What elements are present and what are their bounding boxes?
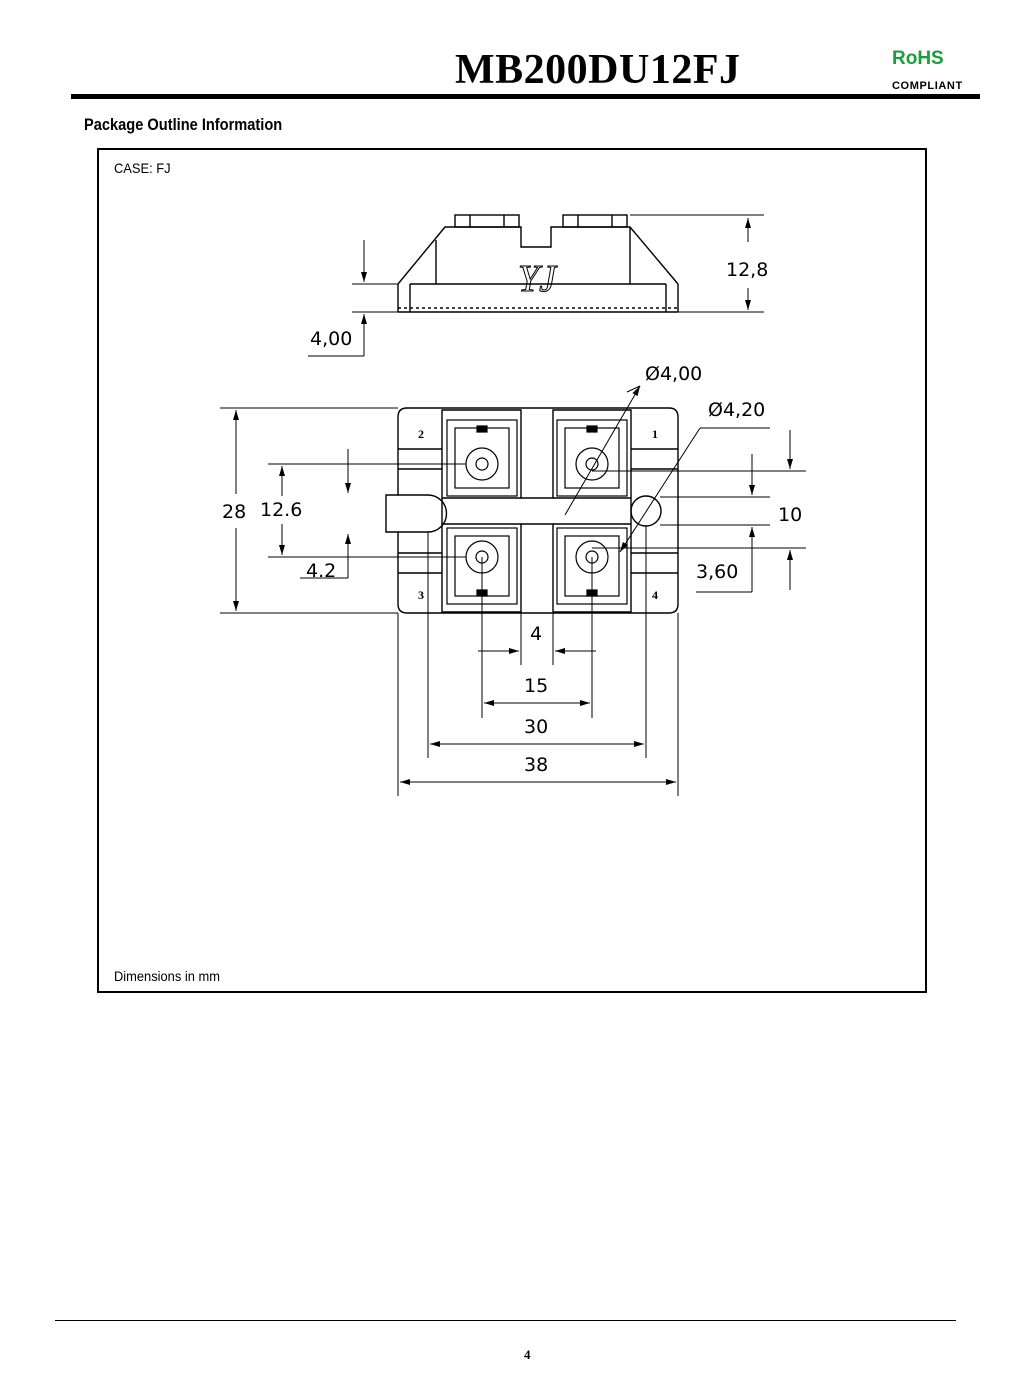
pin-label-3: 3 [418,588,424,602]
terminal-1 [556,419,628,497]
dim-depth: 28 [222,501,246,523]
pin-label-4: 4 [652,588,658,602]
top-view [385,407,679,614]
dimensions-note: Dimensions in mm [114,968,220,984]
top-view-dimensions [220,385,806,796]
pin-label-2: 2 [418,427,424,441]
pin-label-1: 1 [652,427,658,441]
side-view [397,214,679,313]
dim-pitch-x: 15 [524,675,548,697]
header-rule [71,94,980,99]
dim-base-thickness: 4,00 [310,328,352,350]
case-label: CASE: FJ [114,160,171,176]
dim-width: 38 [524,754,548,776]
terminal-2 [446,419,518,497]
section-title: Package Outline Information [84,115,283,134]
dim-height: 12,8 [726,259,768,281]
dim-offset-left: 4.2 [306,560,336,582]
dim-pitch-y: 12.6 [260,499,302,521]
dim-offset-right: 3,60 [696,561,738,583]
logo-text: YJ [518,258,558,300]
page-number: 4 [524,1347,531,1362]
dim-hole-large: Ø4,20 [708,399,765,421]
dim-hole-small: Ø4,00 [645,363,702,385]
rohs-logo: RoHS [892,48,944,69]
side-view-dimensions [308,214,764,357]
dim-pitch-right: 10 [778,504,802,526]
dim-gap: 4 [530,623,542,645]
part-number-title: MB200DU12FJ [455,47,741,93]
dim-mount-pitch: 30 [524,716,548,738]
rohs-compliant-label: COMPLIANT [892,80,963,92]
drawing-frame [97,148,927,993]
footer-rule [55,1320,956,1321]
